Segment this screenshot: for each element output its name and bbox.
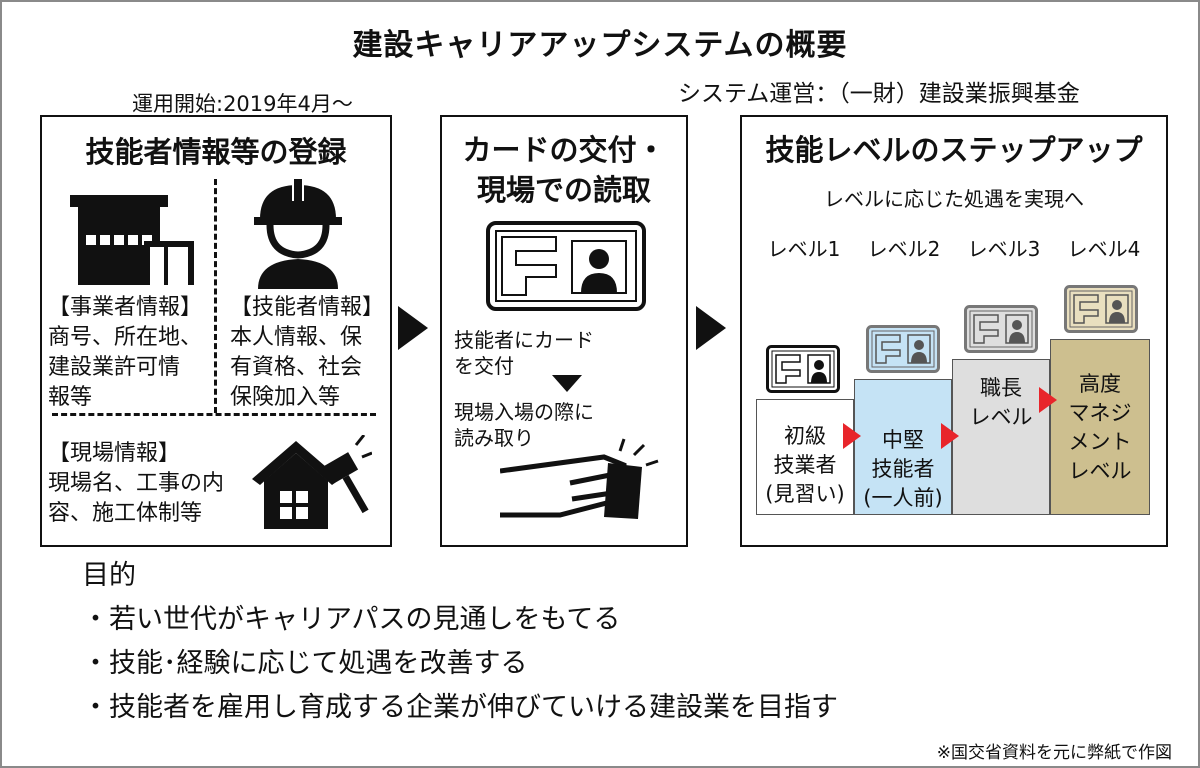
step-down-arrow: [552, 375, 582, 392]
divider-horizontal: [52, 413, 376, 416]
level-label-1: レベル1: [767, 237, 841, 261]
card-step1: 技能者にカード を交付: [454, 328, 594, 378]
card-box: カードの交付・ 現場での読取 技能者にカード を交付 現場入場の際に 読み取り: [440, 115, 688, 547]
purpose-item-1: ・若い世代がキャリアパスの見通しをもてる: [82, 604, 621, 635]
divider-vertical: [214, 179, 217, 413]
operator-label: システム運営：（一財）建設業振興基金: [678, 81, 1080, 107]
card-title-line2: 現場での読取: [476, 173, 651, 207]
purpose-item-3: ・技能者を雇用し育成する企業が伸びていける建設業を目指す: [82, 692, 838, 723]
level-arrow-3: [1039, 387, 1057, 413]
levelup-box: 技能レベルのステップアップ レベルに応じた処遇を実現へ レベル1 レベル2 レベ…: [740, 115, 1168, 547]
level-arrow-2: [941, 423, 959, 449]
card-icon-level-3: [964, 305, 1038, 353]
level-step-1: 初級 技業者 (見習い): [756, 399, 854, 515]
registration-box: 技能者情報等の登録 【事業者情報】 商号、所在地、 建設業許可情 報等 【技能者…: [40, 115, 392, 547]
start-date: 運用開始:2019年4月〜: [132, 92, 353, 116]
level-step-4: 高度 マネジ メント レベル: [1050, 339, 1150, 515]
level-label-3: レベル3: [967, 237, 1041, 261]
purpose-item-2: ・技能･経験に応じて処遇を改善する: [82, 648, 528, 679]
levelup-subtitle: レベルに応じた処遇を実現へ: [824, 187, 1084, 211]
card-icon-level-4: [1064, 285, 1138, 333]
page-title: 建設キャリアアップシステムの概要: [352, 28, 848, 63]
flow-arrow-1: [398, 306, 428, 350]
card-title-line1: カードの交付・: [462, 133, 666, 167]
level-arrow-1: [843, 423, 861, 449]
level-label-4: レベル4: [1067, 237, 1141, 261]
level-step-3: 職長 レベル: [952, 359, 1050, 515]
credit-note: ※国交省資料を元に弊紙で作図: [936, 743, 1172, 763]
level-label-2: レベル2: [867, 237, 941, 261]
office-building-icon: [70, 195, 194, 285]
business-info: 【事業者情報】 商号、所在地、 建設業許可情 報等: [48, 295, 203, 410]
house-hammer-icon: [252, 435, 372, 529]
flow-arrow-2: [696, 306, 726, 350]
id-card-icon: [486, 221, 646, 311]
registration-title: 技能者情報等の登録: [85, 135, 347, 169]
site-info: 【現場情報】 現場名、工事の内 容、施工体制等: [48, 441, 225, 526]
levelup-title: 技能レベルのステップアップ: [765, 133, 1143, 167]
card-reader-icon: [500, 438, 659, 519]
purpose-heading: 目的: [82, 560, 136, 591]
hardhat-worker-icon: [254, 179, 342, 289]
card-icon-level-2: [866, 325, 940, 373]
worker-info: 【技能者情報】 本人情報、保 有資格、社会 保険加入等: [230, 295, 385, 410]
card-icon-level-1: [766, 345, 840, 393]
level-step-2: 中堅 技能者 (一人前): [854, 379, 952, 515]
card-step2: 現場入場の際に 読み取り: [454, 400, 594, 450]
